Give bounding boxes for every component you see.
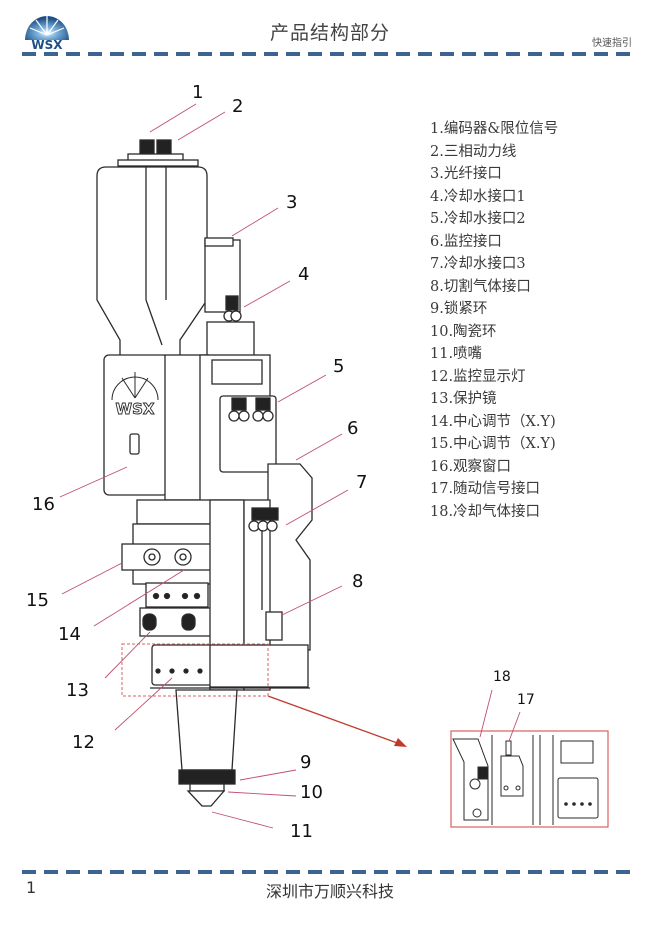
callout-5: 5 (333, 356, 344, 377)
body-logo-text: WSX (116, 400, 155, 418)
callout-18: 18 (493, 669, 511, 685)
callout-16: 16 (32, 494, 55, 515)
legend-item: 5.冷却水接口2 (430, 211, 526, 227)
callout-1: 1 (192, 82, 203, 103)
legend-item: 10.陶瓷环 (430, 323, 497, 340)
legend-item: 7.冷却水接口3 (430, 256, 526, 272)
callout-13: 13 (66, 680, 89, 701)
legend-item: 14.中心调节（X.Y) (430, 413, 556, 430)
legend-item: 15.中心调节（X.Y) (430, 436, 556, 452)
callout-8: 8 (352, 571, 363, 592)
parts-legend: 1.编码器&限位信号 2.三相动力线 3.光纤接口 4.冷却水接口1 5.冷却水… (430, 118, 558, 523)
callout-12: 12 (72, 732, 95, 753)
detail-inset: 18 17 (450, 669, 609, 828)
legend-item: 4.冷却水接口1 (430, 188, 526, 205)
logo-text: WSX (31, 38, 63, 50)
legend-item: 3.光纤接口 (430, 166, 502, 182)
legend-item: 2.三相动力线 (430, 143, 517, 160)
legend-item: 13.保护镜 (430, 391, 497, 407)
callout-11: 11 (290, 821, 313, 842)
detail-frame (121, 643, 269, 697)
footer-divider (22, 870, 638, 874)
connector-1 (139, 139, 155, 155)
arrow-head-icon (394, 738, 407, 747)
company-name: 深圳市万顺兴科技 (265, 882, 394, 901)
legend-item: 8.切割气体接口 (430, 278, 531, 295)
legend-item: 9.锁紧环 (430, 301, 488, 317)
callout-9: 9 (300, 752, 311, 773)
callout-14: 14 (58, 624, 81, 645)
front-panel (103, 354, 169, 496)
legend-item: 11.喷嘴 (430, 346, 483, 362)
callout-10: 10 (300, 782, 323, 803)
legend-item: 12.监控显示灯 (430, 368, 526, 385)
callout-15: 15 (26, 590, 49, 611)
callout-4: 4 (298, 264, 309, 285)
callout-7: 7 (356, 472, 367, 493)
legend-item: 1.编码器&限位信号 (430, 121, 559, 137)
page-title: 产品结构部分 (269, 22, 390, 44)
monitor-light-panel (151, 644, 213, 686)
legend-item: 6.监控接口 (430, 233, 502, 250)
legend-item: 16.观察窗口 (430, 458, 512, 475)
connector-2 (156, 139, 172, 155)
page-number: 1 (26, 878, 37, 897)
locking-ring-9 (178, 769, 236, 785)
header-divider (22, 52, 638, 56)
legend-item: 17.随动信号接口 (430, 481, 541, 497)
callout-3: 3 (286, 192, 297, 213)
nozzle-tip (186, 790, 226, 807)
page-subtitle: 快速指引 (592, 38, 632, 49)
logo-icon: WSX (25, 16, 69, 52)
nozzle-cone (175, 689, 238, 771)
leader-lines (59, 103, 349, 829)
callout-2: 2 (232, 96, 243, 117)
callout-17: 17 (517, 692, 535, 708)
wsx-logo: WSX (22, 8, 72, 52)
motor-housing (96, 166, 208, 386)
legend-item: 18.冷却气体接口 (430, 503, 541, 520)
callout-6: 6 (347, 418, 358, 439)
detail-arrow (267, 695, 401, 745)
adjust-block-15 (121, 543, 215, 571)
